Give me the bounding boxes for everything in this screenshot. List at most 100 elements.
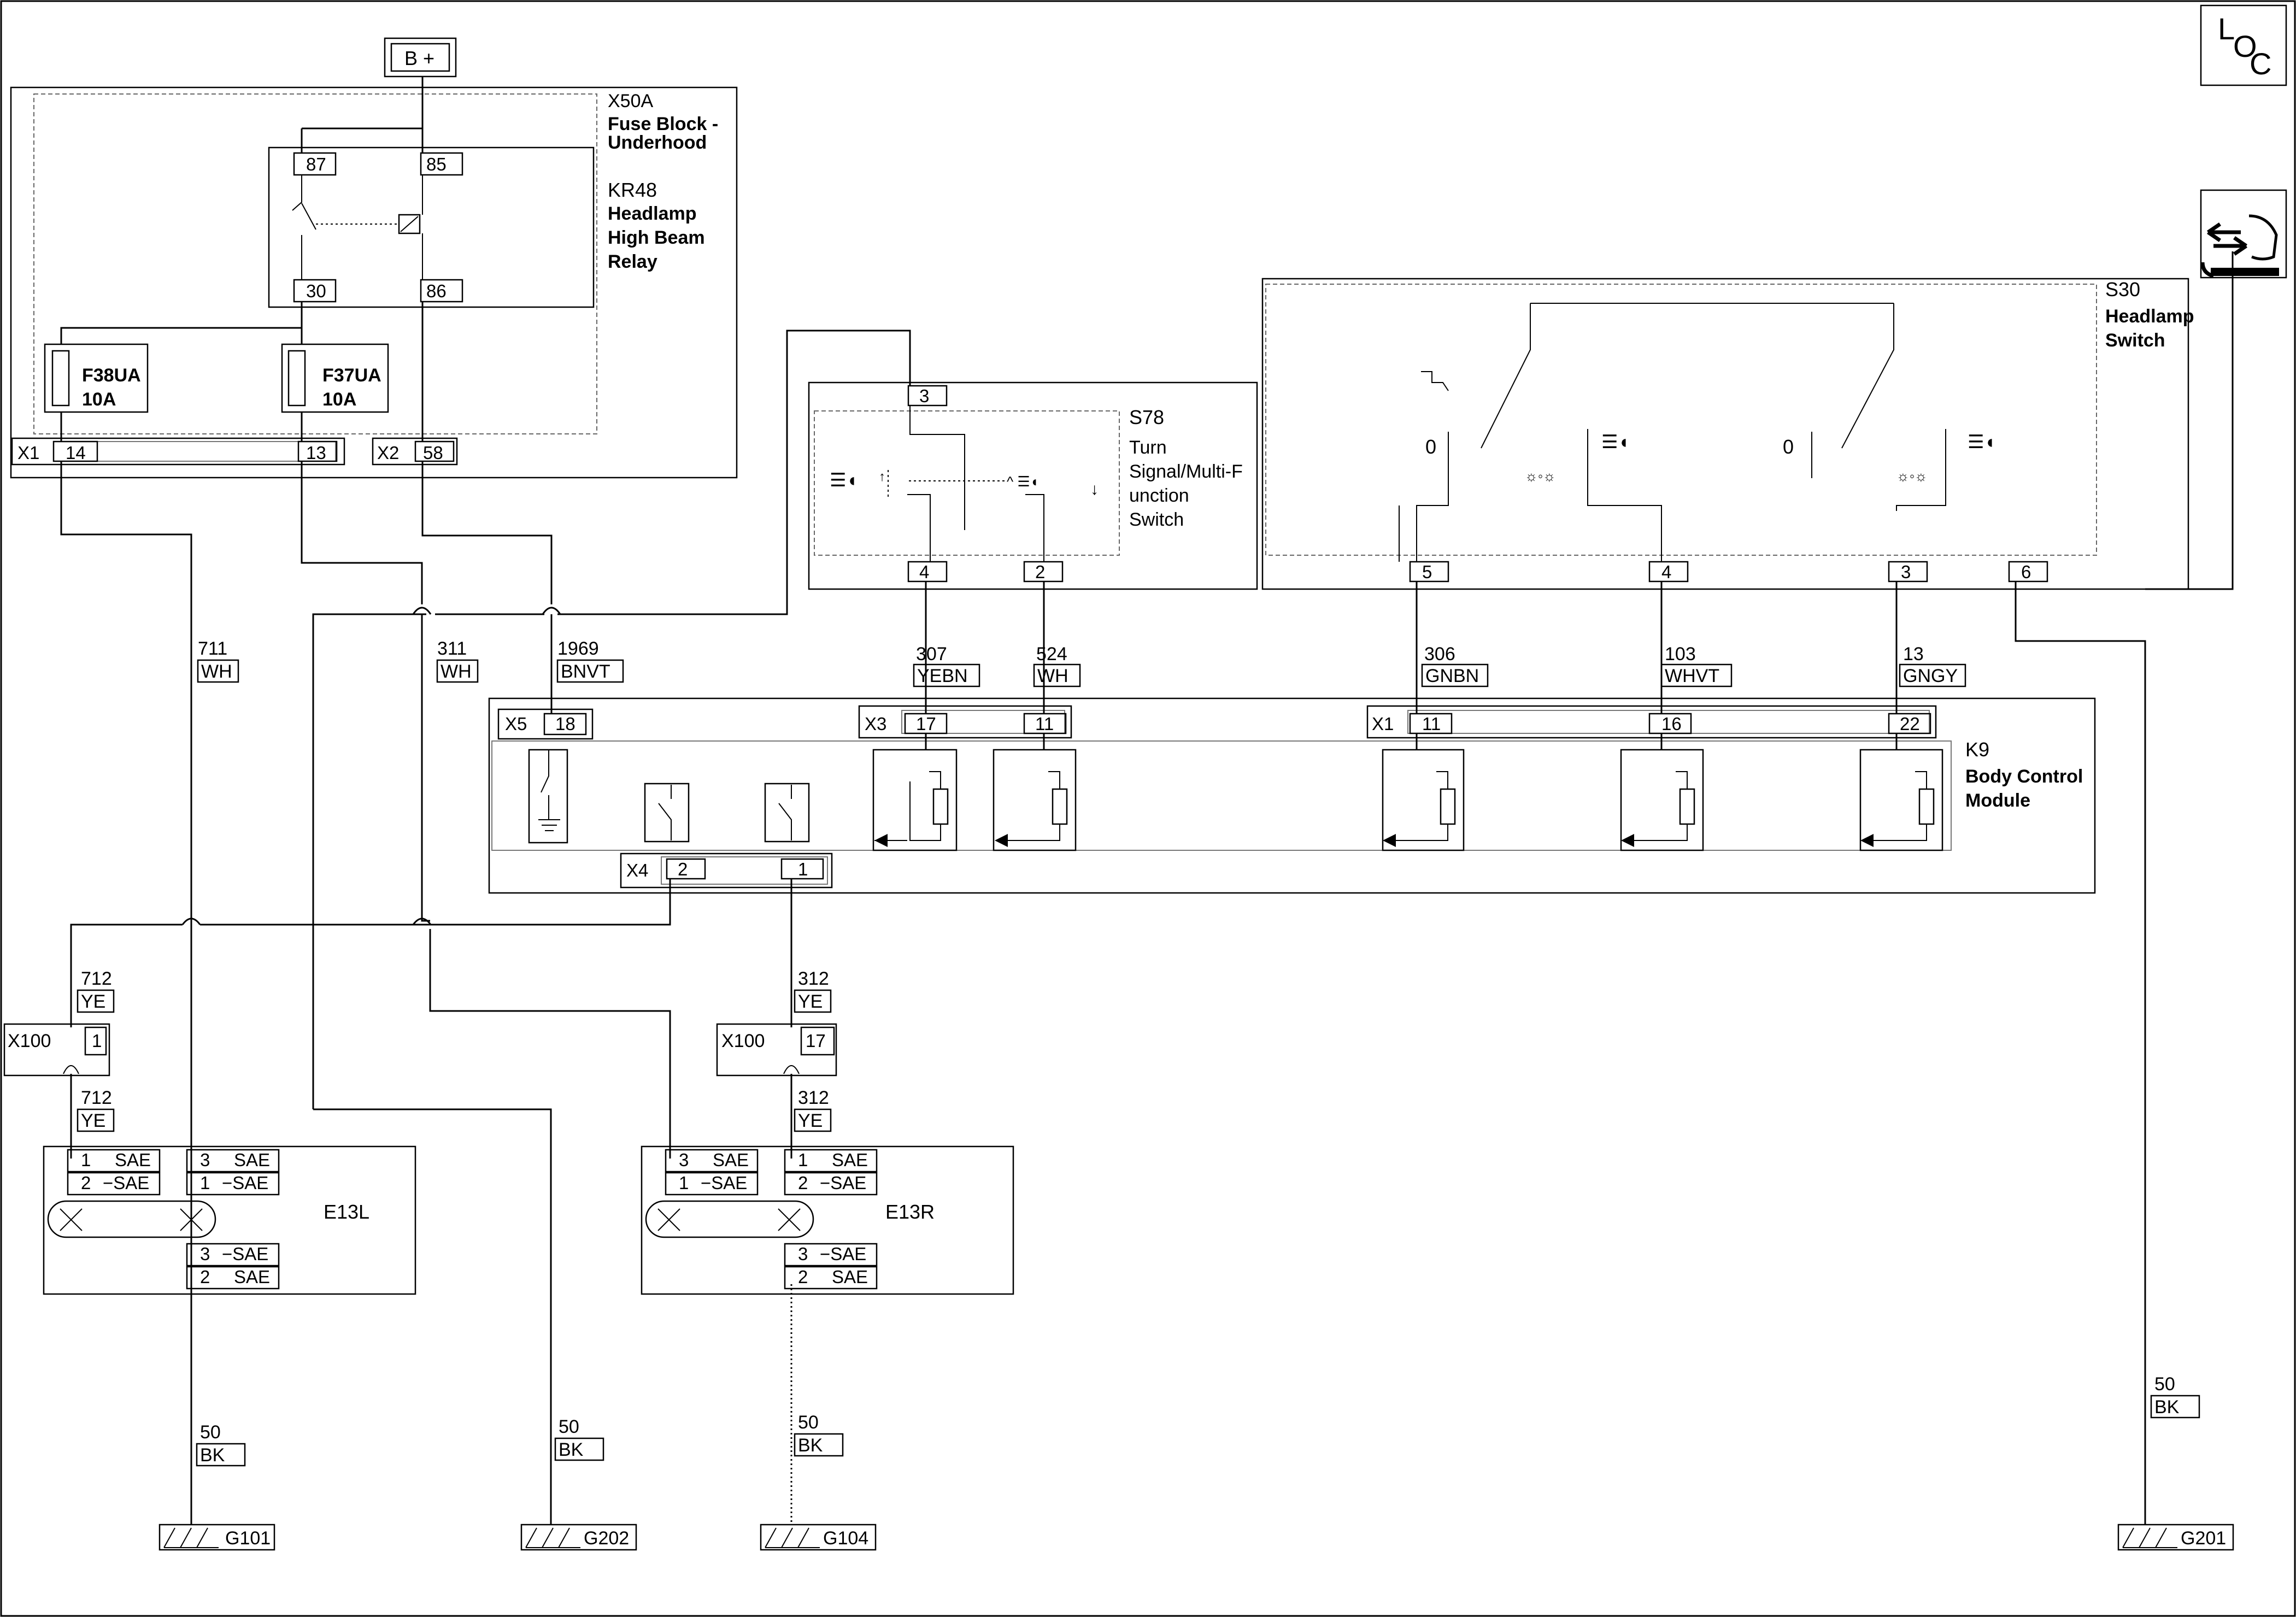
e13r-bulb-icon — [645, 1200, 814, 1238]
inline-connector-x100-right: X100 17 — [716, 1023, 837, 1077]
wire-50a-color: BK — [200, 1445, 225, 1466]
e13r-p0-code: SAE — [713, 1150, 749, 1170]
ground-g104: G104 — [760, 1524, 877, 1551]
s30-off-right: 0 — [1783, 436, 1794, 458]
s30-headlamp-glyph-left: ☰◖ — [1601, 432, 1629, 452]
relay-pin-87: 87 — [306, 154, 326, 174]
diagnostic-connector-icon — [2200, 189, 2287, 279]
wire-label-50-g201: 50 BK — [2150, 1374, 2200, 1419]
loc-icon-c: C — [2250, 46, 2271, 81]
e13l-p3-num: 1 — [200, 1173, 210, 1193]
s78-pin-2: 2 — [1035, 562, 1045, 582]
turn-signal-switch-s78: 3 4 2 ☰◖ ↑ ^ ☰◖ ↓ S78 Turn Signal/Multi-… — [808, 381, 1258, 590]
wire-label-524: 524 WH — [1033, 644, 1081, 687]
s78-pin-4: 4 — [919, 562, 929, 582]
s30-id: S30 — [2105, 278, 2140, 301]
wire-label-312-lower: 312 YE — [794, 1087, 832, 1132]
s30-pin-4: 4 — [1661, 562, 1671, 582]
wire-711-color: WH — [201, 661, 232, 682]
wire-label-103: 103 WHVT — [1660, 644, 1733, 687]
wire-13-color: GNGY — [1903, 666, 1958, 686]
k9-x1-pin-22: 22 — [1900, 714, 1920, 734]
ground-g201-id: G201 — [2181, 1528, 2226, 1549]
loc-icon-l: L — [2218, 11, 2235, 46]
wire-label-50-g104: 50 BK — [794, 1412, 844, 1457]
headlamp-switch-s30: S30 Headlamp Switch 0 0 ☼◦☼ ☰◖ ☼◦☼ ☰◖ 5 … — [1261, 278, 2194, 590]
wire-label-711: 711 WH — [197, 638, 239, 683]
wire-306-color: GNBN — [1425, 666, 1479, 686]
k9-input-x3-11 — [993, 749, 1077, 851]
fuse-f38ua-rating: 10A — [82, 389, 116, 410]
relay-pin-30: 30 — [306, 281, 326, 301]
wire-311-circuit: 311 — [437, 638, 467, 659]
k9-x5-pin-18: 18 — [555, 714, 576, 734]
s30-pin-5: 5 — [1422, 562, 1432, 582]
wire-network — [60, 77, 2234, 1525]
ground-g104-id: G104 — [823, 1528, 868, 1549]
e13l-p2-code: SAE — [234, 1150, 270, 1170]
e13r-p2-num: 1 — [798, 1150, 808, 1170]
wire-1969-color: BNVT — [561, 661, 610, 682]
wire-label-712-lower: 712 YE — [77, 1087, 115, 1132]
wire-712a-circuit: 712 — [81, 968, 112, 989]
wire-524-color: WH — [1037, 666, 1068, 686]
e13r-p0-num: 3 — [679, 1150, 689, 1170]
wire-label-712-upper: 712 YE — [77, 968, 115, 1013]
wire-711-circuit: 711 — [198, 638, 227, 659]
fuse-f37ua: F37UA 10A — [281, 343, 389, 413]
wire-50c-color: BK — [798, 1435, 823, 1456]
x100-right-pin: 17 — [806, 1031, 826, 1051]
wire-label-1969: 1969 BNVT — [556, 638, 624, 683]
e13r-p3-num: 2 — [798, 1173, 808, 1193]
wire-103-circuit: 103 — [1665, 644, 1696, 665]
wire-label-312-upper: 312 YE — [794, 968, 832, 1013]
k9-input-x1-16 — [1620, 749, 1704, 851]
s78-down-arrow-glyph: ↓ — [1090, 480, 1099, 498]
s78-flash-arrow-glyph: ↑ — [879, 469, 885, 484]
wire-712b-circuit: 712 — [81, 1087, 112, 1108]
k9-x1-id: X1 — [1372, 714, 1394, 734]
e13l-bulb-icon — [47, 1200, 216, 1238]
s78-name-3: unction — [1129, 485, 1189, 506]
wire-50a-circuit: 50 — [200, 1422, 221, 1443]
wire-712a-color: YE — [81, 991, 105, 1012]
s30-parking-glyph-left: ☼◦☼ — [1525, 468, 1556, 484]
wire-306-circuit: 306 — [1424, 644, 1455, 665]
x100-right-id: X100 — [721, 1031, 765, 1051]
inline-connector-x100-left: X100 1 — [3, 1023, 110, 1077]
ground-g101-id: G101 — [225, 1528, 271, 1549]
k9-x4-id: X4 — [626, 860, 648, 880]
s78-name-4: Switch — [1129, 509, 1184, 530]
fuse-block-name-1: Fuse Block - — [608, 114, 718, 134]
relay-name-3: Relay — [608, 251, 657, 272]
fuse-f37ua-rating: 10A — [322, 389, 356, 410]
s30-parking-glyph-right: ☼◦☼ — [1896, 468, 1928, 484]
e13r-p3-code: −SAE — [820, 1173, 866, 1193]
k9-name-1: Body Control — [1965, 766, 2083, 787]
e13r-p4-code: −SAE — [820, 1244, 866, 1264]
k9-name-2: Module — [1965, 790, 2030, 811]
wire-103-color: WHVT — [1665, 666, 1719, 686]
s78-high-beam-glyph: ^ ☰◖ — [1007, 473, 1038, 490]
body-control-module-k9: K9 Body Control Module X5 18 X3 17 11 X1… — [488, 697, 2096, 894]
fuse-x2-id: X2 — [377, 443, 399, 463]
e13l-p3-code: −SAE — [222, 1173, 268, 1193]
x100-left-pin: 1 — [92, 1031, 102, 1051]
e13l-p1-code: −SAE — [103, 1173, 149, 1193]
k9-input-x1-22 — [1859, 749, 1943, 851]
relay-kr48: 87 85 30 86 KR48 Headlamp High Beam Rela… — [268, 146, 705, 308]
x100-left-id: X100 — [8, 1031, 51, 1051]
ground-g201: G201 — [2117, 1524, 2234, 1551]
fuse-x1-id: X1 — [17, 443, 39, 463]
fuse-x1-pin-14: 14 — [66, 443, 86, 463]
relay-name-2: High Beam — [608, 227, 705, 248]
wire-label-50-g101: 50 BK — [196, 1422, 246, 1467]
fuse-x1-pin-13: 13 — [306, 443, 326, 463]
k9-x1-pin-11: 11 — [1422, 714, 1441, 734]
k9-x1-pin-16: 16 — [1661, 714, 1682, 734]
e13r-p4-num: 3 — [798, 1244, 808, 1264]
k9-ground-driver — [528, 749, 568, 844]
loc-icon-o: O — [2233, 29, 2257, 63]
